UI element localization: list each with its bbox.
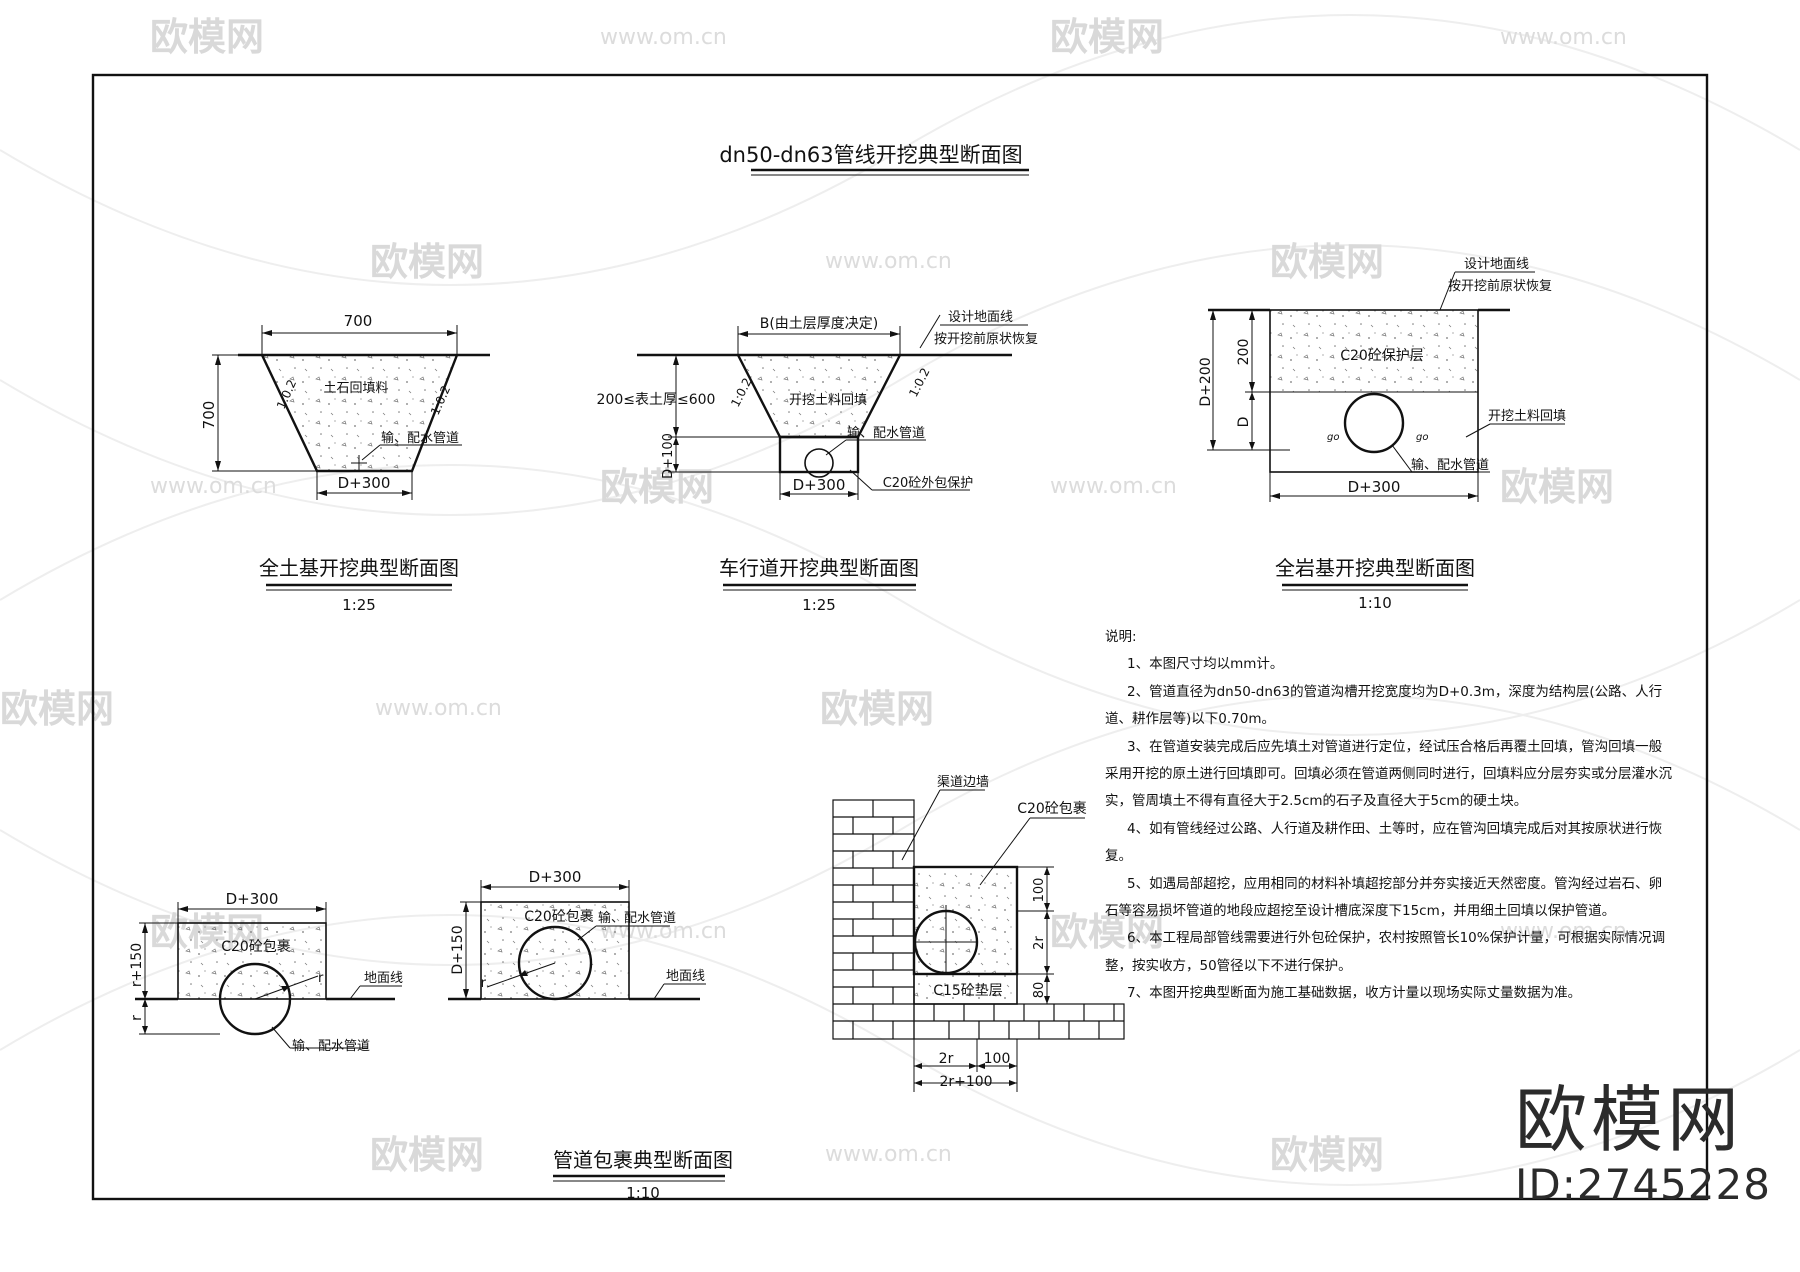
soil-pipe-label: 输、配水管道 — [381, 430, 459, 446]
watermark-url: www.om.cn — [375, 696, 502, 721]
corner-brand-id: ID:2745228 — [1515, 1160, 1771, 1209]
wrap-a-dim-top: D+300 — [226, 890, 279, 908]
watermarks: 欧模网 www.om.cn 欧模网 www.om.cn 欧模网 www.om.c… — [0, 15, 1627, 1177]
watermark-brand: 欧模网 — [370, 240, 484, 284]
section-road: B(由土层厚度决定) 设计地面线 按开挖前原状恢复 200≤表土厚≤600 D+… — [597, 310, 1038, 614]
watermark-brand: 欧模网 — [1050, 910, 1164, 954]
wrap-c-dim-100: 100 — [1032, 878, 1047, 903]
wrap-b-label: C20砼包裹 — [524, 909, 594, 925]
road-ground-label-1: 设计地面线 — [948, 310, 1013, 325]
wrap-detail-c: 渠道边墙 C20砼包裹 C15砼垫层 100 2r 80 2r 100 2r+1… — [832, 775, 1125, 1092]
wrap-c-wrap-label: C20砼包裹 — [1017, 801, 1087, 817]
road-dim-top: B(由土层厚度决定) — [760, 316, 879, 332]
note-item: 7、本图开挖典型断面为施工基础数据，收方计量以现场实际丈量数据为准。 — [1127, 985, 1582, 1002]
rock-dim-total: D+200 — [1198, 357, 1214, 406]
watermark-brand: 欧模网 — [1050, 15, 1164, 59]
note-item: 5、如遇局部超挖，应用相同的材料补填超挖部分并夯实接近天然密度。管沟经过岩石、卵… — [1105, 875, 1663, 920]
wrap-scale: 1:10 — [626, 1184, 660, 1202]
watermark-brand: 欧模网 — [1270, 1133, 1384, 1177]
watermark-brand: 欧模网 — [1500, 465, 1614, 509]
watermark-url: www.om.cn — [825, 1142, 952, 1167]
rock-dim-200: 200 — [1236, 339, 1252, 366]
watermark-url: www.om.cn — [1050, 474, 1177, 499]
watermark-url: www.om.cn — [825, 249, 952, 274]
rock-protect-label: C20砼保护层 — [1340, 348, 1424, 364]
wrap-c-dim-b-2r: 2r — [939, 1051, 954, 1067]
road-title: 车行道开挖典型断面图 — [719, 556, 919, 580]
rock-mark-left: go — [1327, 432, 1339, 443]
watermark-url: www.om.cn — [1500, 919, 1627, 944]
wrap-a-dim-side: r+150 — [129, 943, 145, 987]
wrap-b-dim-side: D+150 — [450, 925, 466, 974]
wrap-b-pipe: 输、配水管道 — [598, 910, 676, 926]
wrap-title: 管道包裹典型断面图 — [553, 1148, 733, 1172]
watermark-arcs — [0, 14, 1800, 1186]
rock-scale: 1:10 — [1358, 594, 1392, 612]
road-dim-depth: 200≤表土厚≤600 — [597, 392, 716, 408]
rock-mark-right: go — [1416, 432, 1428, 443]
soil-dim-top: 700 — [344, 312, 373, 330]
note-item: 1、本图尺寸均以mm计。 — [1127, 656, 1284, 673]
rock-title: 全岩基开挖典型断面图 — [1275, 556, 1475, 580]
wrap-c-dim-2r: 2r — [1032, 936, 1047, 950]
wrap-c-wall-label: 渠道边墙 — [937, 775, 989, 790]
soil-fill-label: 土石回填料 — [323, 381, 388, 396]
note-item: 2、管道直径为dn50-dn63的管道沟槽开挖宽度均为D+0.3m，深度为结构层… — [1105, 683, 1663, 728]
rock-pipe-label: 输、配水管道 — [1411, 457, 1489, 473]
wrap-c-dim-80: 80 — [1032, 982, 1047, 999]
wrap-a-ground: 地面线 — [364, 971, 403, 986]
note-item: 3、在管道安装完成后应先填土对管道进行定位，经试压合格后再覆土回填，管沟回填一般… — [1105, 738, 1672, 810]
wrap-detail-a: r D+300 r+150 r C20砼包裹 地面线 输、配水管道 — [129, 890, 403, 1054]
wrap-b-ground: 地面线 — [666, 969, 705, 984]
wrap-b-dim-top: D+300 — [529, 868, 582, 886]
wrap-a-r: r — [318, 971, 324, 986]
road-dim-bottom: D+300 — [793, 476, 846, 494]
rock-dim-bottom: D+300 — [1348, 478, 1401, 496]
note-item: 6、本工程局部管线需要进行外包砼保护，农村按照管长10%保护计量，可根据实际情况… — [1105, 930, 1666, 974]
soil-scale: 1:25 — [342, 596, 376, 614]
road-scale: 1:25 — [802, 596, 836, 614]
road-slope-left: 1:0.2 — [728, 376, 754, 410]
rock-fill-label: 开挖土料回填 — [1488, 409, 1566, 424]
wrap-c-dim-b-100: 100 — [984, 1051, 1011, 1067]
rock-ground-label-1: 设计地面线 — [1464, 257, 1529, 272]
section-rock: go go C20砼保护层 设计地面线 按开挖前原状恢复 开挖土料回填 输、配水… — [1198, 257, 1566, 612]
wrap-a-pipe: 输、配水管道 — [292, 1038, 370, 1054]
road-ground-label-2: 按开挖前原状恢复 — [934, 331, 1038, 347]
corner-brand-name: 欧模网 — [1515, 1078, 1744, 1162]
section-soil: 700 700 D+300 1:0.2 1:0.2 土石回填料 输、配水管道 全… — [200, 312, 490, 614]
watermark-url: www.om.cn — [600, 25, 727, 50]
notes-heading: 说明: — [1105, 629, 1137, 645]
watermark-brand: 欧模网 — [150, 15, 264, 59]
rock-ground-label-2: 按开挖前原状恢复 — [1448, 278, 1552, 294]
watermark-brand: 欧模网 — [1270, 240, 1384, 284]
notes-block: 说明: 1、本图尺寸均以mm计。 2、管道直径为dn50-dn63的管道沟槽开挖… — [1105, 624, 1675, 1008]
watermark-brand: 欧模网 — [0, 687, 114, 731]
sheet-border — [91, 73, 1709, 1201]
note-item: 4、如有管线经过公路、人行道及耕作田、土等时，应在管沟回填完成后对其按原状进行恢… — [1105, 820, 1663, 865]
wrap-detail-b: r D+300 D+150 C20砼包裹 输、配水管道 地面线 — [448, 868, 706, 1001]
road-dim-wrap: D+100 — [661, 433, 676, 479]
corner-brand: 欧模网 ID:2745228 — [1515, 1080, 1771, 1210]
road-fill-label: 开挖土料回填 — [789, 393, 867, 408]
road-slope-right: 1:0.2 — [906, 366, 932, 400]
wrap-a-dim-r: r — [129, 1015, 145, 1021]
watermark-brand: 欧模网 — [370, 1133, 484, 1177]
soil-dim-height: 700 — [200, 401, 218, 430]
wrap-c-pad-label: C15砼垫层 — [933, 983, 1003, 999]
rock-dim-d: D — [1236, 417, 1252, 428]
watermark-url: www.om.cn — [1500, 25, 1627, 50]
wrap-b-r: r — [481, 976, 487, 991]
wrap-a-label: C20砼包裹 — [221, 939, 291, 955]
soil-dim-bottom: D+300 — [338, 474, 391, 492]
watermark-brand: 欧模网 — [820, 687, 934, 731]
road-wrap-label: C20砼外包保护 — [883, 476, 974, 491]
wrap-c-dim-b-total: 2r+100 — [939, 1074, 992, 1090]
soil-title: 全土基开挖典型断面图 — [259, 556, 459, 580]
main-title: dn50-dn63管线开挖典型断面图 — [719, 143, 1022, 167]
road-pipe-label: 输、配水管道 — [847, 425, 925, 441]
watermark-url: www.om.cn — [150, 474, 277, 499]
